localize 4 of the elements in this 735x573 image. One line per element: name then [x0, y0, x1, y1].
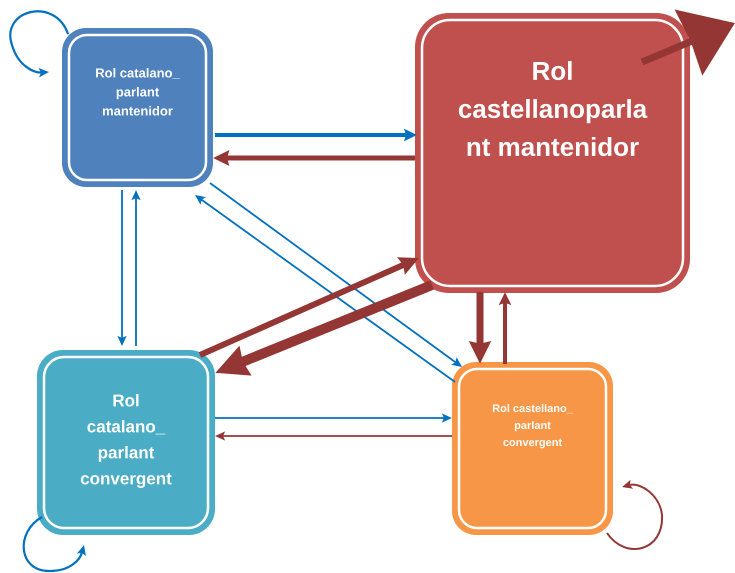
state-box: Rol castellano_ parlant convergent — [452, 362, 613, 535]
state-box: Rol castellanoparla nt mantenidor — [415, 13, 690, 293]
state-box: Rol catalano_ parlant convergent — [37, 350, 215, 535]
state-box: Rol catalano_ parlant mantenidor — [62, 28, 213, 187]
